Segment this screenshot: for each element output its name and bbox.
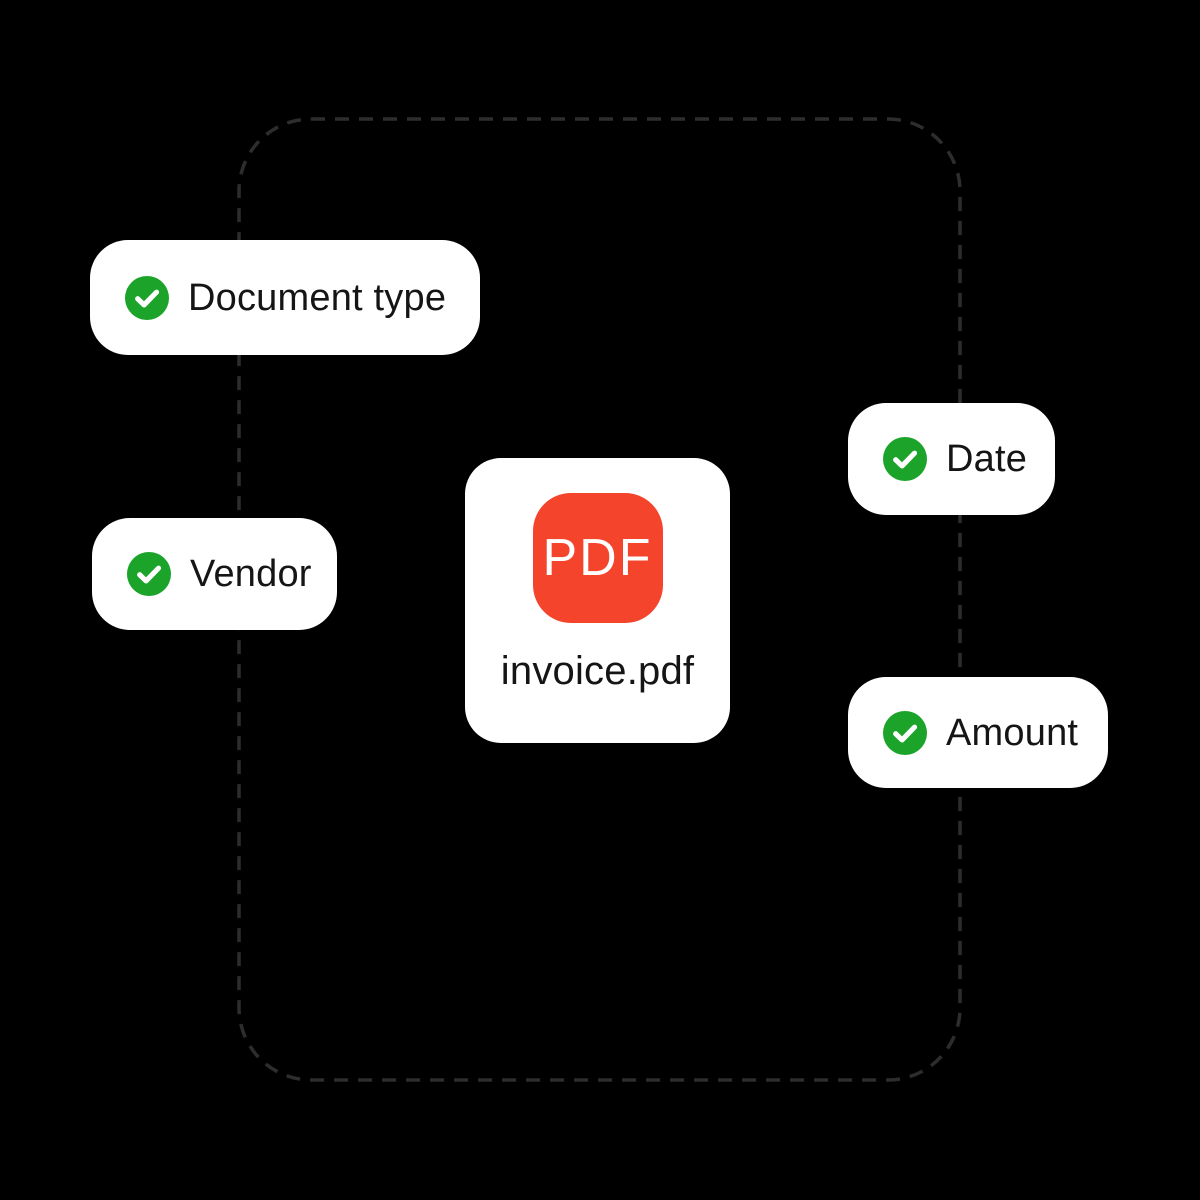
tag-vendor: Vendor bbox=[92, 518, 337, 630]
check-mark bbox=[137, 565, 162, 584]
tag-document-type: Document type bbox=[90, 240, 480, 355]
check-mark bbox=[893, 724, 918, 743]
tag-amount-label: Amount bbox=[946, 711, 1079, 754]
pdf-badge-label: PDF bbox=[542, 529, 653, 587]
check-circle-icon bbox=[883, 710, 927, 755]
tag-date-label: Date bbox=[946, 438, 1028, 480]
check-circle-bg bbox=[125, 275, 169, 320]
tag-document-type-label: Document type bbox=[188, 276, 447, 319]
check-circle-icon bbox=[883, 437, 927, 481]
check-circle-bg bbox=[127, 552, 171, 596]
check-circle-bg bbox=[883, 710, 927, 755]
tag-amount: Amount bbox=[848, 677, 1108, 788]
check-circle-icon bbox=[125, 275, 169, 320]
file-name: invoice.pdf bbox=[500, 649, 695, 693]
check-mark bbox=[135, 289, 160, 308]
tag-vendor-label: Vendor bbox=[190, 553, 312, 595]
pdf-file-icon: PDF bbox=[532, 493, 663, 623]
check-mark bbox=[893, 450, 918, 469]
tag-date: Date bbox=[848, 403, 1055, 515]
check-circle-icon bbox=[127, 552, 171, 596]
file-card: PDF invoice.pdf bbox=[465, 458, 730, 743]
check-circle-bg bbox=[883, 437, 927, 481]
